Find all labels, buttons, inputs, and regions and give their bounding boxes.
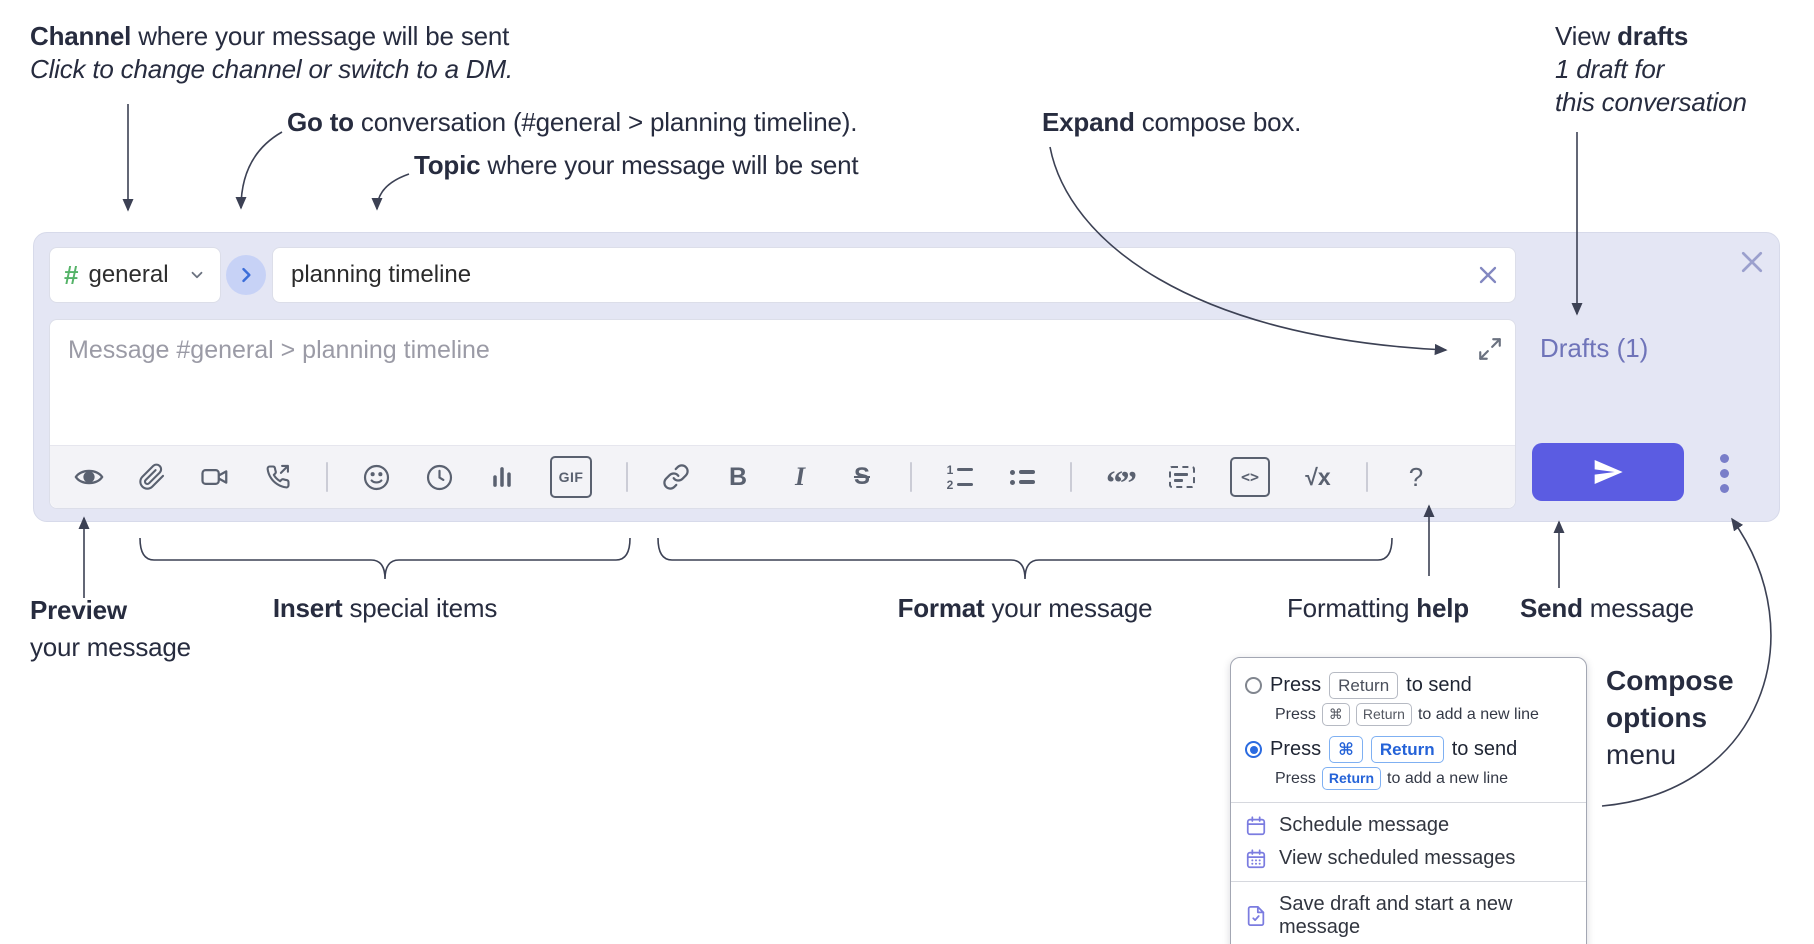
message-input[interactable] — [50, 320, 1515, 444]
annotation-topic: Topic where your message will be sent — [414, 150, 859, 180]
gif-icon[interactable]: GIF — [550, 456, 592, 498]
option-enter-sub: Press ⌘ Return to add a new line — [1245, 703, 1572, 732]
menu-item-save-draft[interactable]: Save draft and start a new message — [1245, 888, 1572, 944]
channel-name: general — [88, 261, 169, 288]
save-draft-icon — [1247, 905, 1265, 927]
annotation-compose-options: Compose options menu — [1606, 665, 1734, 770]
menu-item-schedule-message[interactable]: Schedule message — [1245, 809, 1572, 842]
option-cmd-enter-sub: Press Return to add a new line — [1245, 767, 1572, 796]
time-icon[interactable] — [425, 460, 454, 494]
topic-input-wrap — [272, 247, 1516, 303]
chevron-right-icon — [242, 267, 251, 283]
video-call-icon[interactable] — [200, 460, 230, 494]
channel-selector[interactable]: # general — [49, 247, 221, 303]
math-icon[interactable]: √x — [1305, 463, 1331, 490]
message-box: GIF B I S 1 2 — [49, 319, 1516, 509]
toolbar-divider — [910, 462, 912, 492]
menu-divider — [1231, 881, 1586, 882]
annotation-format: Format your message — [897, 593, 1153, 623]
key-return: Return — [1321, 767, 1382, 790]
brace-insert-items — [139, 537, 631, 580]
quote-icon[interactable]: “” — [1106, 465, 1137, 502]
send-button[interactable] — [1532, 443, 1684, 501]
radio-unselected[interactable] — [1245, 677, 1262, 694]
bold-icon[interactable]: B — [728, 462, 748, 491]
italic-icon[interactable]: I — [794, 462, 806, 491]
spoiler-icon[interactable] — [1168, 460, 1196, 494]
toolbar-divider — [1070, 462, 1072, 492]
numbered-list-icon[interactable]: 1 2 — [946, 460, 974, 494]
annotation-view-drafts: View drafts 1 draft for this conversatio… — [1555, 21, 1747, 117]
formatting-help-icon[interactable]: ? — [1408, 461, 1424, 492]
annotation-formatting-help: Formatting help — [1287, 593, 1469, 623]
annotation-goto: Go to conversation (#general > planning … — [287, 107, 858, 137]
compose-options-menu-button[interactable] — [1712, 445, 1736, 501]
clear-topic-icon[interactable] — [1471, 258, 1505, 292]
calendar-grid-icon — [1246, 848, 1266, 868]
toolbar-divider — [626, 462, 628, 492]
send-plane-icon — [1594, 460, 1623, 484]
key-return: Return — [1370, 736, 1444, 763]
bulleted-list-icon[interactable] — [1008, 460, 1036, 494]
close-compose-icon[interactable] — [1735, 245, 1769, 279]
topic-input[interactable] — [273, 261, 1471, 289]
annotation-send: Send message — [1520, 593, 1694, 623]
key-cmd: ⌘ — [1329, 736, 1363, 763]
drafts-link[interactable]: Drafts (1) — [1540, 333, 1649, 363]
key-cmd: ⌘ — [1321, 703, 1350, 726]
menu-item-view-scheduled[interactable]: View scheduled messages — [1245, 842, 1572, 875]
goto-conversation-button[interactable] — [226, 255, 266, 295]
chevron-down-icon — [191, 271, 203, 279]
expand-compose-icon[interactable] — [1477, 336, 1503, 367]
annotation-expand: Expand compose box. — [1042, 107, 1302, 137]
option-cmd-enter-to-send[interactable]: Press ⌘ Return to send — [1245, 732, 1572, 767]
brace-format-items — [657, 537, 1393, 580]
menu-divider — [1231, 802, 1586, 803]
calendar-icon — [1246, 815, 1266, 835]
poll-icon[interactable] — [488, 460, 516, 494]
arrow-to-goto-button — [235, 131, 283, 210]
compose-box: # general — [33, 232, 1780, 522]
toolbar-divider — [1366, 462, 1368, 492]
key-return: Return — [1329, 672, 1399, 699]
preview-eye-icon[interactable] — [74, 460, 104, 494]
annotation-insert: Insert special items — [272, 593, 498, 623]
attach-file-icon[interactable] — [138, 460, 166, 494]
option-enter-to-send[interactable]: Press Return to send — [1245, 668, 1572, 703]
toolbar-divider — [326, 462, 328, 492]
compose-toolbar: GIF B I S 1 2 — [50, 445, 1515, 508]
link-icon[interactable] — [662, 460, 690, 494]
radio-selected[interactable] — [1245, 741, 1262, 758]
annotation-preview: Preview your message — [30, 595, 191, 662]
compose-options-menu: Press Return to send Press ⌘ Return to a… — [1230, 657, 1587, 944]
strikethrough-icon[interactable]: S — [853, 463, 870, 490]
annotation-channel: Channel where your message will be sent … — [30, 21, 513, 84]
code-icon[interactable]: <> — [1230, 457, 1270, 497]
hash-icon: # — [64, 259, 79, 290]
emoji-icon[interactable] — [362, 460, 391, 494]
key-return: Return — [1355, 703, 1412, 726]
arrow-to-topic-input — [371, 173, 410, 211]
voice-call-icon[interactable] — [264, 460, 292, 494]
